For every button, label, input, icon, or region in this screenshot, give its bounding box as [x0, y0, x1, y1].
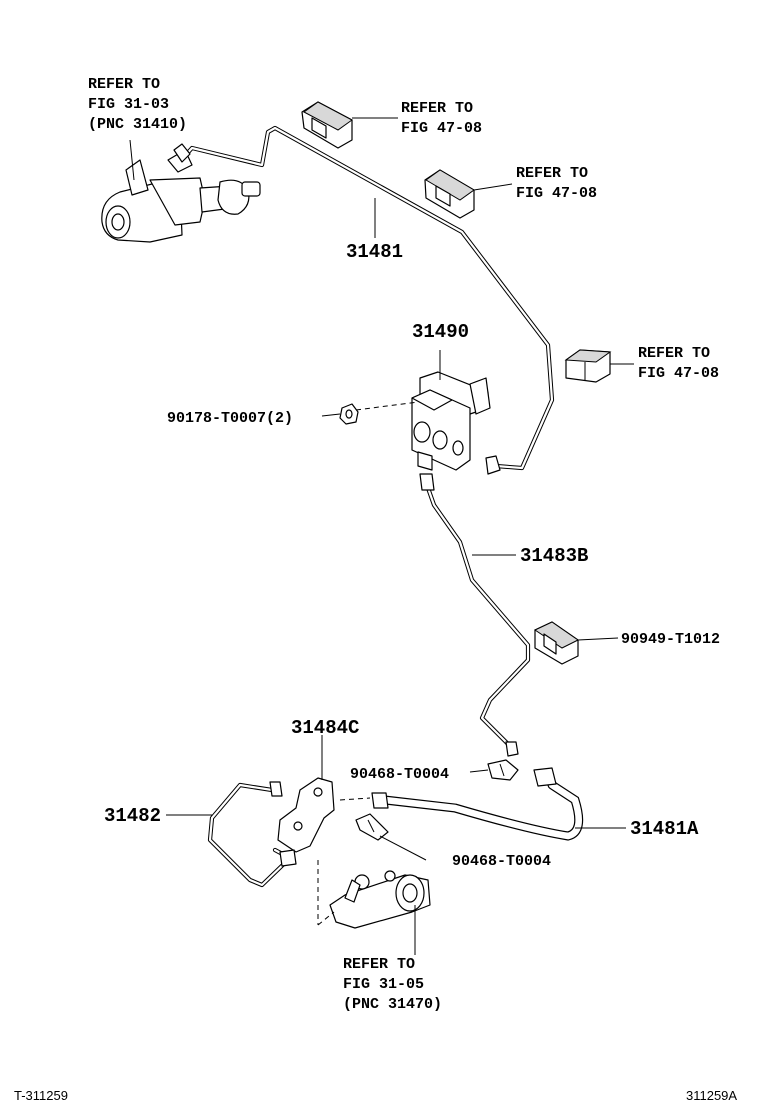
dashed-guides	[317, 401, 419, 926]
part-label-31481: 31481	[346, 241, 403, 263]
clip-90468-top	[487, 759, 519, 781]
footer-right-code: 311259A	[686, 1088, 737, 1103]
ref-line: (PNC 31470)	[343, 996, 442, 1013]
pipe-31481	[180, 125, 555, 471]
clip-90949	[533, 621, 579, 665]
ref-line: REFER TO	[343, 956, 415, 973]
clip-right	[564, 349, 612, 383]
ref-line: REFER TO	[516, 165, 588, 182]
ref-line: REFER TO	[638, 345, 710, 362]
clip-mid	[424, 169, 475, 219]
clip-top	[301, 101, 353, 149]
ref-line: FIG 47-08	[638, 365, 719, 382]
part-label-31484c: 31484C	[291, 717, 359, 739]
ref-line: (PNC 31410)	[88, 116, 187, 133]
ref-line: FIG 31-05	[343, 976, 424, 993]
ref-line: REFER TO	[401, 100, 473, 117]
clip-90468-bottom	[355, 813, 389, 841]
part-label-90949: 90949-T1012	[621, 631, 720, 648]
leader-lines	[166, 117, 634, 861]
accumulator-31490	[411, 371, 491, 471]
part-label-90178: 90178-T0007(2)	[167, 410, 293, 427]
ref-line: FIG 31-03	[88, 96, 169, 113]
nut-90178	[339, 403, 359, 425]
ref-clip-mid: REFER TO FIG 47-08	[516, 165, 597, 202]
ref-clip-top: REFER TO FIG 47-08	[401, 100, 482, 137]
part-label-90468-bottom: 90468-T0004	[452, 853, 551, 870]
part-label-31481a: 31481A	[630, 818, 699, 840]
ref-master-cylinder: REFER TO FIG 31-03 (PNC 31410)	[88, 76, 187, 133]
ref-line: FIG 47-08	[516, 185, 597, 202]
part-label-31490: 31490	[412, 321, 469, 343]
part-label-31482: 31482	[104, 805, 161, 827]
part-label-31483b: 31483B	[520, 545, 588, 567]
ref-clip-right: REFER TO FIG 47-08	[638, 345, 719, 382]
release-cylinder	[329, 870, 431, 955]
hose-31481a	[380, 780, 584, 841]
ref-release-cylinder: REFER TO FIG 31-05 (PNC 31470)	[343, 956, 442, 1013]
master-cylinder	[101, 139, 261, 243]
footer-left-code: T-311259	[14, 1088, 68, 1103]
ref-line: FIG 47-08	[401, 120, 482, 137]
part-label-90468-top: 90468-T0004	[350, 766, 449, 783]
pipe-31483b	[425, 485, 531, 751]
ref-line: REFER TO	[88, 76, 160, 93]
fittings	[173, 143, 557, 867]
bracket-31484c	[277, 777, 335, 853]
